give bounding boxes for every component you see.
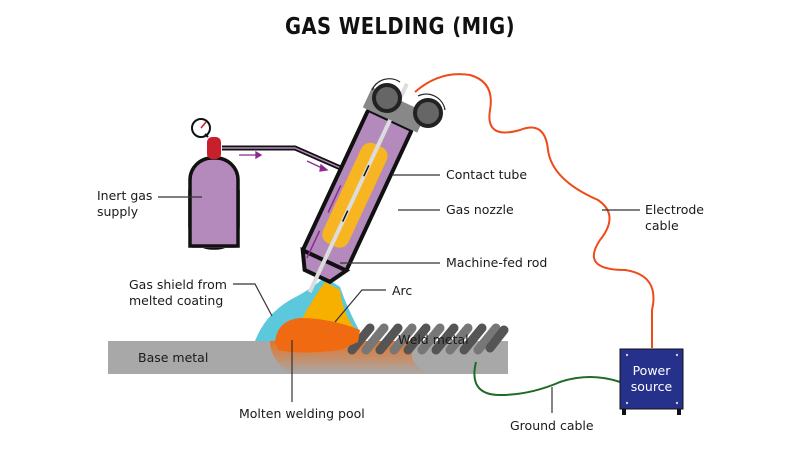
label-line: source [630, 379, 673, 394]
label-line: Gas shield from [129, 277, 227, 292]
label-weld-metal: Weld metal [398, 332, 469, 347]
label-line: supply [97, 204, 139, 219]
gas-flow-arrows [239, 150, 329, 172]
gas-hose [222, 145, 354, 176]
label-ground-cable: Ground cable [510, 418, 594, 433]
label-inert-gas: Inert gas supply [97, 188, 152, 220]
gas-cylinder [188, 118, 240, 250]
label-gas-shield: Gas shield from melted coating [129, 277, 227, 309]
label-line: Inert gas [97, 188, 153, 203]
label-machine-fed-rod: Machine-fed rod [446, 255, 548, 270]
label-electrode-cable: Electrode cable [645, 202, 704, 234]
arc-zone [300, 282, 356, 330]
label-line: cable [645, 218, 679, 233]
label-molten-pool: Molten welding pool [239, 406, 365, 421]
label-contact-tube: Contact tube [446, 167, 528, 182]
label-line: Electrode [645, 202, 704, 217]
label-line: Power [632, 363, 671, 378]
label-base-metal: Base metal [138, 350, 209, 365]
weld-metal-beads [347, 323, 509, 355]
cylinder-valve [207, 137, 221, 159]
label-line: melted coating [129, 293, 224, 308]
ground-cable [473, 361, 621, 397]
page-title: GAS WELDING (MIG) [284, 14, 516, 40]
leader-lines [158, 174, 640, 413]
label-power-source: Power source [620, 363, 683, 395]
feed-rollers [371, 78, 446, 128]
power-source [619, 348, 684, 415]
label-arc: Arc [392, 283, 413, 298]
welding-gun [300, 82, 427, 294]
molten-pool [275, 318, 360, 353]
electrode-cable [414, 73, 655, 348]
label-gas-nozzle: Gas nozzle [446, 202, 514, 217]
